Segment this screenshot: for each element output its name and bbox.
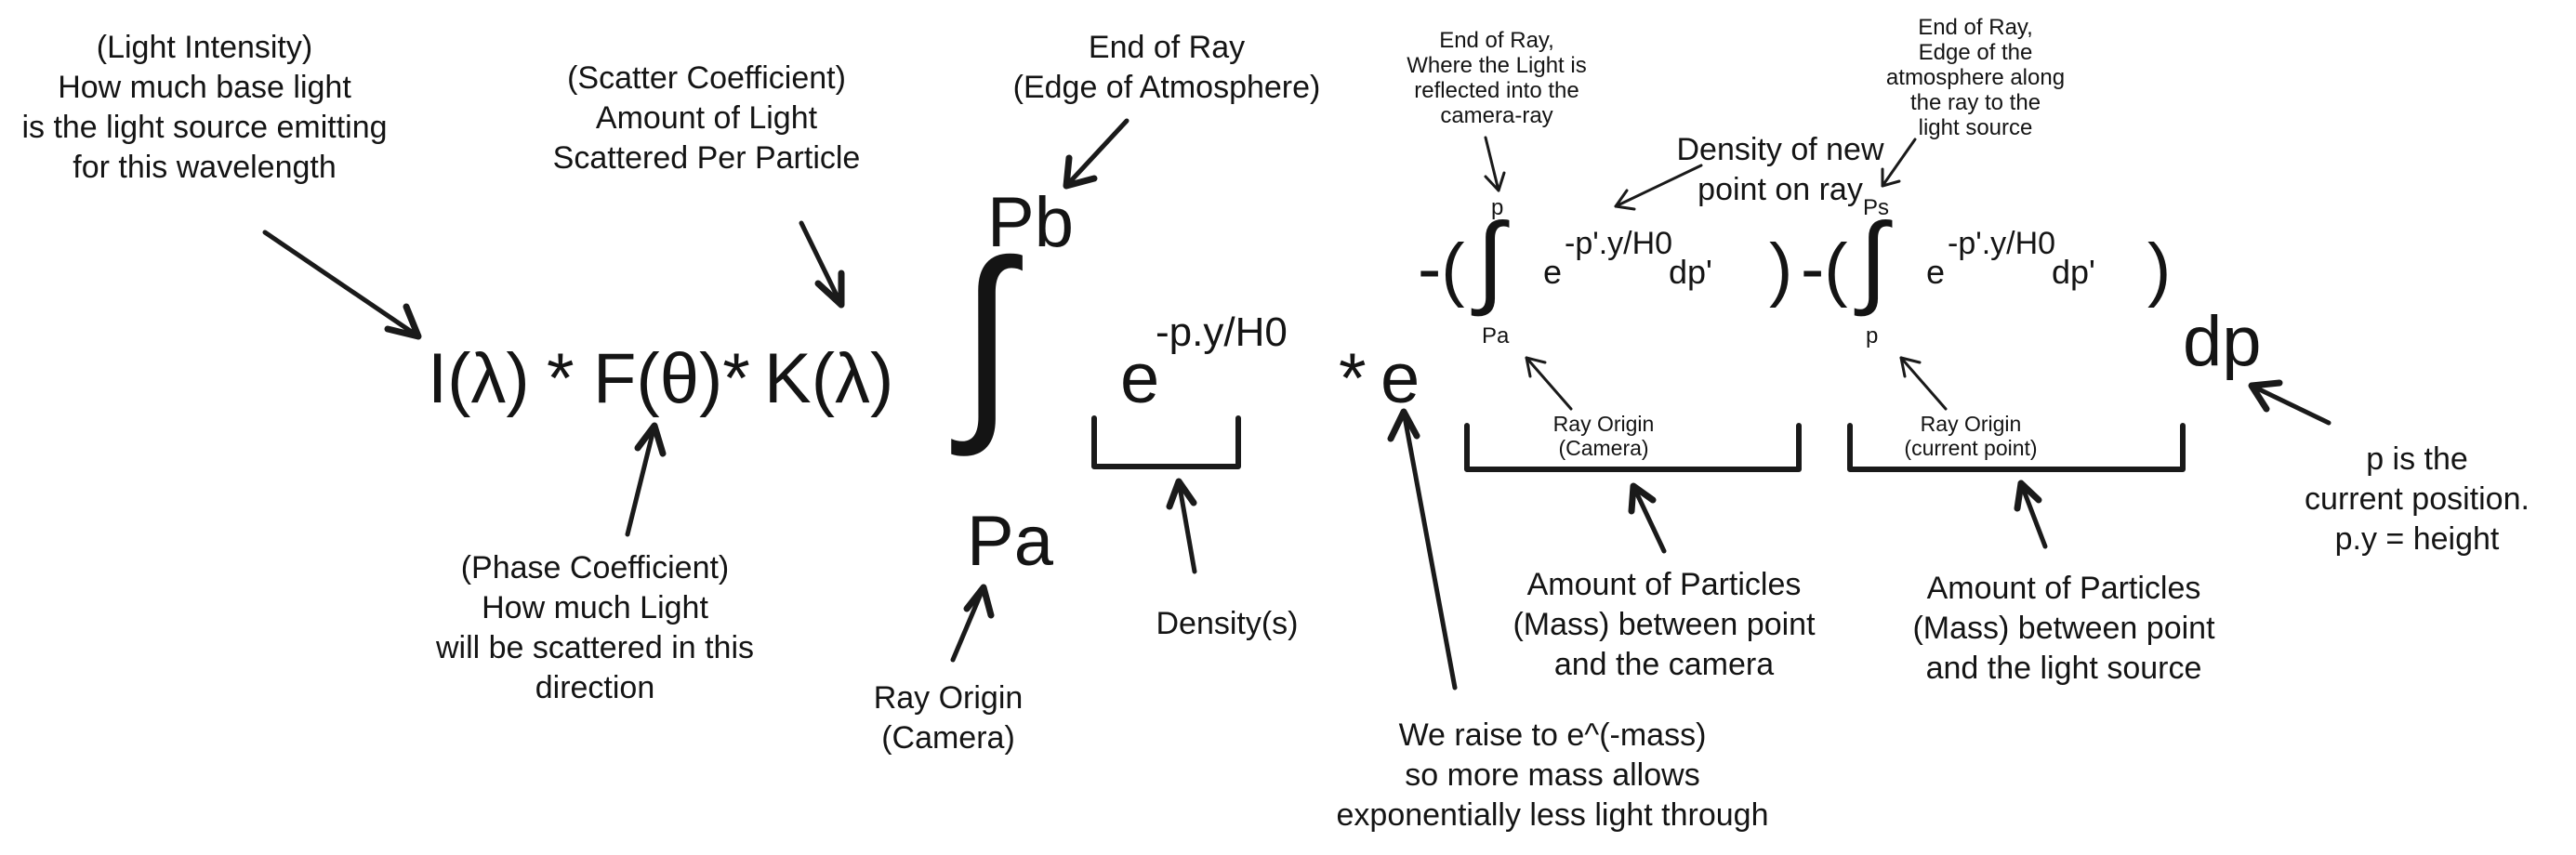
optical-depth-light-close: )	[2147, 230, 2172, 309]
inner-integral-light-lower: p	[1866, 323, 1879, 349]
inner-integral-light-upper: Ps	[1863, 195, 1890, 220]
inner-camera-exp-base: e	[1543, 253, 1563, 291]
density-bracket	[1091, 415, 1241, 469]
density-exp-power: -p.y/H0	[1156, 309, 1288, 355]
mass-light-bracket	[1847, 423, 2186, 472]
position-annotation: p is the current position. p.y = height	[2305, 441, 2530, 557]
scatter-coefficient-annotation: (Scatter Coefficient) Amount of Light Sc…	[552, 60, 861, 176]
arrow-phase-coefficient	[625, 422, 667, 537]
arrow-light-intensity	[262, 230, 422, 340]
arrow-end-of-ray-light	[1881, 138, 1917, 188]
inner-light-exp-base: e	[1926, 253, 1946, 291]
scatter-coefficient-term: K(λ)	[764, 339, 894, 418]
phase-coefficient-annotation: (Phase Coefficient) How much Light will …	[435, 550, 755, 705]
inner-integral-camera-sign: ∫	[1476, 203, 1505, 317]
multiply-sign-2: *	[1339, 339, 1367, 418]
arrow-density-new-point	[1614, 164, 1703, 211]
mass-camera-bracket	[1464, 423, 1802, 472]
arrow-density	[1166, 478, 1197, 574]
outer-integral-sign: ∫	[960, 217, 1013, 456]
end-of-ray-annotation: End of Ray (Edge of Atmosphere)	[1012, 30, 1321, 105]
mass-light-annotation: Amount of Particles (Mass) between point…	[1912, 571, 2215, 686]
integral-lower-limit: Pa	[967, 502, 1053, 581]
optical-depth-camera-open: -(	[1418, 230, 1465, 309]
inner-light-exp-power: -p'.y/H0	[1948, 226, 2056, 261]
optical-depth-camera-close: )	[1769, 230, 1793, 309]
arrow-ray-origin-current	[1899, 356, 1948, 411]
arrow-mass-light	[2014, 480, 2048, 549]
arrow-raise-to-e	[1387, 408, 1458, 691]
inner-camera-differential: dp'	[1669, 253, 1712, 291]
multiply-sign: *	[547, 339, 575, 418]
light-intensity-term: I(λ)	[428, 339, 530, 418]
end-of-ray-light-annotation: End of Ray, Edge of the atmosphere along…	[1885, 15, 2066, 140]
arrow-ray-origin	[950, 584, 995, 663]
ray-origin-current-annotation: Ray Origin (current point)	[1904, 412, 2038, 460]
end-of-ray-camera-annotation: End of Ray, Where the Light is reflected…	[1407, 28, 1587, 128]
arrow-end-of-ray-camera	[1484, 136, 1506, 192]
arrow-scatter-coefficient	[799, 220, 845, 309]
arrow-end-of-ray	[1063, 118, 1129, 190]
ray-origin-camera-annotation: Ray Origin (Camera)	[1552, 412, 1655, 460]
phase-function-term: F(θ)*	[593, 339, 750, 418]
raise-to-e-annotation: We raise to e^(-mass) so more mass allow…	[1336, 717, 1769, 833]
mass-camera-annotation: Amount of Particles (Mass) between point…	[1513, 567, 1816, 682]
arrow-mass-camera	[1628, 482, 1667, 554]
integral-upper-limit: Pb	[987, 183, 1074, 262]
density-exp-base: e	[1120, 339, 1160, 418]
optical-depth-light-open: -(	[1801, 230, 1848, 309]
arrow-ray-origin-camera	[1525, 356, 1573, 411]
inner-integral-camera-lower: Pa	[1482, 323, 1510, 349]
inner-integral-camera-upper: p	[1491, 195, 1504, 220]
arrow-position	[2248, 379, 2332, 426]
inner-camera-exp-power: -p'.y/H0	[1565, 226, 1673, 261]
outer-differential: dp	[2183, 302, 2262, 381]
transmittance-base: e	[1380, 339, 1420, 418]
density-new-point-annotation: Density of new point on ray	[1676, 132, 1884, 207]
inner-light-differential: dp'	[2052, 253, 2095, 291]
ray-origin-annotation: Ray Origin (Camera)	[873, 680, 1024, 756]
density-annotation: Density(s)	[1156, 606, 1299, 641]
light-intensity-annotation: (Light Intensity) How much base light is…	[21, 30, 388, 185]
inner-integral-light-sign: ∫	[1859, 203, 1888, 317]
